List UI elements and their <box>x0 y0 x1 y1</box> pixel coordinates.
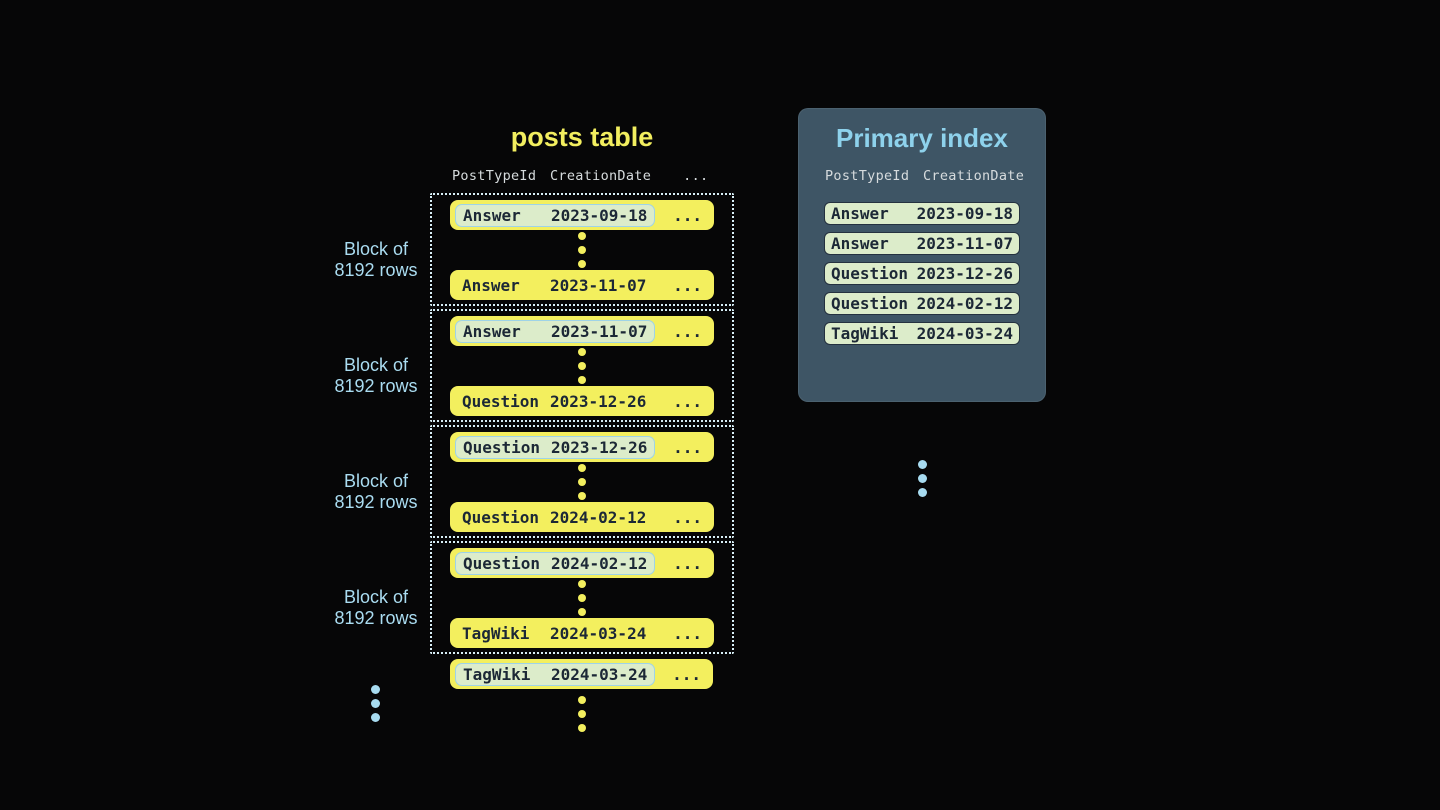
row-creationdate: 2023-11-07 <box>550 275 647 295</box>
row-posttypeid: Question <box>462 507 540 527</box>
block-label-line1: Block of <box>343 471 409 491</box>
index-entry: Question 2023-12-26 <box>824 262 1020 285</box>
block-label-3: Block of 8192 rows <box>320 471 432 513</box>
table-row: Question 2023-12-26 ... <box>450 432 714 462</box>
block-label-line2: 8192 rows <box>334 492 418 512</box>
block-label-line1: Block of <box>343 239 409 259</box>
row-posttypeid: Answer <box>462 275 520 295</box>
index-entry: Question 2024-02-12 <box>824 292 1020 315</box>
more-entries-dots-icon <box>798 460 1046 497</box>
row-more-columns: ... <box>673 321 702 341</box>
index-entry: TagWiki 2024-03-24 <box>824 322 1020 345</box>
row-creationdate: 2023-12-26 <box>551 437 648 457</box>
table-row: TagWiki 2024-03-24 ... <box>450 618 714 648</box>
row-creationdate: 2023-11-07 <box>551 321 648 341</box>
index-creationdate: 2024-02-12 <box>916 294 1013 313</box>
table-row-next-block: TagWiki 2024-03-24 ... <box>450 659 713 689</box>
index-creationdate: 2023-11-07 <box>916 234 1013 253</box>
row-more-columns: ... <box>673 437 702 457</box>
row-posttypeid: Answer <box>463 205 521 225</box>
ellipsis-dots-icon <box>578 232 586 268</box>
block-label-line1: Block of <box>343 587 409 607</box>
table-row: Question 2024-02-12 ... <box>450 548 714 578</box>
primary-index-title: Primary index <box>836 123 1008 153</box>
posts-header-creationdate: CreationDate <box>550 168 652 184</box>
indexed-columns-highlight: Answer 2023-09-18 <box>455 203 656 227</box>
table-row: Question 2024-02-12 ... <box>450 502 714 532</box>
row-creationdate: 2024-02-12 <box>551 553 648 573</box>
index-posttypeid: Answer <box>831 234 889 253</box>
posts-block-3: Question 2023-12-26 ... Question 2024-02… <box>430 425 734 538</box>
row-creationdate: 2024-02-12 <box>550 507 647 527</box>
ellipsis-dots-icon <box>578 580 586 616</box>
posts-block-1: Answer 2023-09-18 ... Answer 2023-11-07 … <box>430 193 734 306</box>
row-more-columns: ... <box>673 507 702 527</box>
index-posttypeid: Question <box>831 294 909 313</box>
posts-table-column-headers: PostTypeId CreationDate ... <box>450 168 713 184</box>
primary-index-column-headers: PostTypeId CreationDate <box>823 168 1024 184</box>
index-entry: Answer 2023-09-18 <box>824 202 1020 225</box>
block-label-line2: 8192 rows <box>334 608 418 628</box>
row-creationdate: 2024-03-24 <box>550 623 647 643</box>
row-posttypeid: Question <box>462 391 540 411</box>
row-creationdate: 2023-09-18 <box>551 205 648 225</box>
block-label-1: Block of 8192 rows <box>320 239 432 281</box>
posts-table-title: posts table <box>510 122 654 152</box>
ellipsis-dots-icon <box>578 464 586 500</box>
more-blocks-dots-icon <box>355 685 395 722</box>
row-posttypeid: TagWiki <box>463 664 531 684</box>
block-label-2: Block of 8192 rows <box>320 355 432 397</box>
table-row: Answer 2023-11-07 ... <box>450 316 714 346</box>
row-posttypeid: Question <box>463 553 541 573</box>
index-posttypeid: Question <box>831 264 909 283</box>
row-creationdate: 2023-12-26 <box>550 391 647 411</box>
row-more-columns: ... <box>672 664 701 684</box>
table-row: Answer 2023-11-07 ... <box>450 270 714 300</box>
table-row: Answer 2023-09-18 ... <box>450 200 714 230</box>
row-more-columns: ... <box>673 275 702 295</box>
table-row: Question 2023-12-26 ... <box>450 386 714 416</box>
row-posttypeid: Answer <box>463 321 521 341</box>
row-more-columns: ... <box>673 623 702 643</box>
row-more-columns: ... <box>673 391 702 411</box>
index-entry: Answer 2023-11-07 <box>824 232 1020 255</box>
block-label-line1: Block of <box>343 355 409 375</box>
row-posttypeid: Question <box>463 437 541 457</box>
row-more-columns: ... <box>673 553 702 573</box>
block-label-4: Block of 8192 rows <box>320 587 432 629</box>
index-header-posttypeid: PostTypeId <box>825 168 910 184</box>
index-posttypeid: TagWiki <box>831 324 899 343</box>
indexed-columns-highlight: Question 2023-12-26 <box>455 435 656 459</box>
ellipsis-dots-icon <box>430 696 734 732</box>
index-creationdate: 2023-09-18 <box>916 204 1013 223</box>
block-label-line2: 8192 rows <box>334 376 418 396</box>
primary-index-rows: Answer 2023-09-18 Answer 2023-11-07 Ques… <box>824 202 1020 345</box>
index-header-creationdate: CreationDate <box>923 168 1025 184</box>
block-label-line2: 8192 rows <box>334 260 418 280</box>
index-posttypeid: Answer <box>831 204 889 223</box>
primary-index-panel: Primary index PostTypeId CreationDate An… <box>798 108 1046 497</box>
posts-block-4: Question 2024-02-12 ... TagWiki 2024-03-… <box>430 541 734 654</box>
ellipsis-dots-icon <box>578 348 586 384</box>
indexed-columns-highlight: Answer 2023-11-07 <box>455 319 656 343</box>
indexed-columns-highlight: TagWiki 2024-03-24 <box>455 662 656 686</box>
index-creationdate: 2024-03-24 <box>916 324 1013 343</box>
indexed-columns-highlight: Question 2024-02-12 <box>455 551 656 575</box>
index-creationdate: 2023-12-26 <box>916 264 1013 283</box>
row-more-columns: ... <box>673 205 702 225</box>
posts-header-posttypeid: PostTypeId <box>452 168 537 184</box>
row-creationdate: 2024-03-24 <box>551 664 648 684</box>
row-posttypeid: TagWiki <box>462 623 530 643</box>
posts-header-more-columns: ... <box>683 168 709 184</box>
posts-block-2: Answer 2023-11-07 ... Question 2023-12-2… <box>430 309 734 422</box>
